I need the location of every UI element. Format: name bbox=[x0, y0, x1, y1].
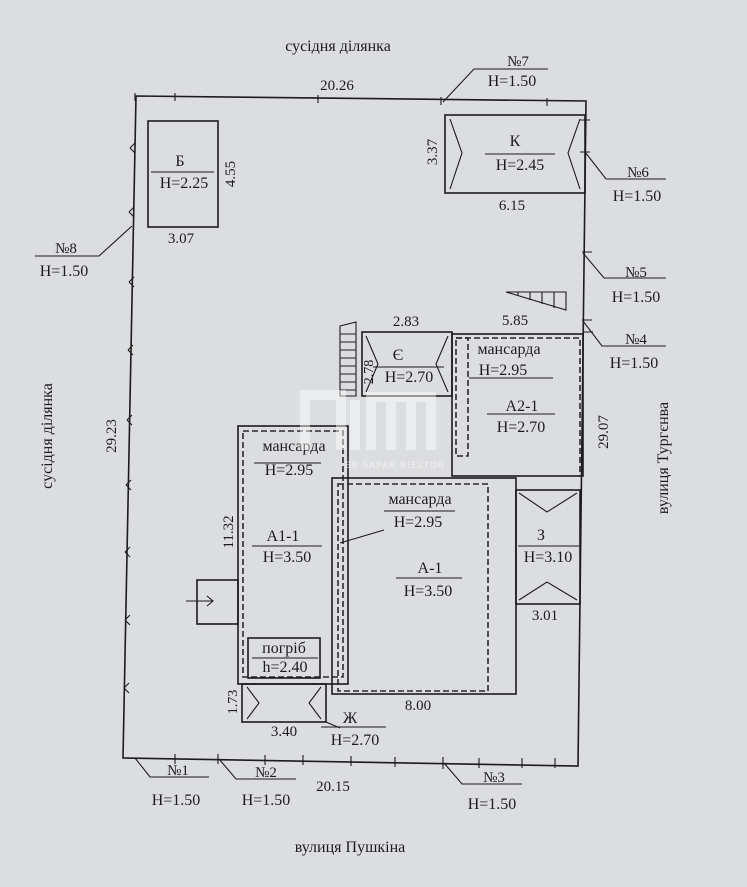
fence-1-height: Н=1.50 bbox=[152, 792, 201, 809]
building-a-1-height: Н=3.50 bbox=[404, 583, 453, 600]
bottom-street-label: вулиця Пушкіна bbox=[295, 839, 406, 856]
fence-7-height: Н=1.50 bbox=[488, 73, 537, 90]
building-k-depth: 3.37 bbox=[425, 138, 441, 165]
building-a1-1-attic-label: мансарда bbox=[262, 438, 325, 455]
building-a2-1-width: 5.85 bbox=[502, 313, 528, 329]
watermark-text: BB SAPAK RIELTOR bbox=[345, 460, 446, 470]
fence-1-name: №1 bbox=[167, 763, 189, 779]
building-zh bbox=[241, 683, 327, 723]
fence-2-height: Н=1.50 bbox=[242, 792, 291, 809]
building-z-width: 3.01 bbox=[532, 608, 558, 624]
building-a1-1-height: Н=3.50 bbox=[263, 549, 312, 566]
building-b-width: 3.07 bbox=[168, 231, 195, 247]
building-k-letter: К bbox=[510, 133, 521, 150]
fence-6-height: Н=1.50 bbox=[613, 188, 662, 205]
fence-7-name: №7 bbox=[507, 54, 529, 70]
building-ye-depth: 2.78 bbox=[362, 360, 377, 385]
building-a-1-width: 8.00 bbox=[405, 698, 431, 714]
building-zh-depth: 1.73 bbox=[226, 690, 241, 715]
top-neighbor-label: сусідня ділянка bbox=[285, 38, 391, 55]
building-a2-1 bbox=[451, 333, 584, 477]
watermark-logo bbox=[300, 390, 436, 450]
building-b-depth: 4.55 bbox=[223, 161, 239, 187]
building-k-height: Н=2.45 bbox=[496, 157, 545, 174]
building-zh-height: Н=2.70 bbox=[331, 732, 380, 749]
plot-boundary bbox=[122, 95, 587, 767]
fence-8-name: №8 bbox=[55, 241, 77, 257]
fence-4-height: Н=1.50 bbox=[610, 355, 659, 372]
fence-3-name: №3 bbox=[483, 770, 505, 786]
building-a-1-letter: А-1 bbox=[418, 560, 443, 577]
building-a2-1-attic-label: мансарда bbox=[477, 341, 540, 358]
fence-2-name: №2 bbox=[255, 765, 277, 781]
fence-6-name: №6 bbox=[627, 165, 649, 181]
fence-leaders bbox=[35, 68, 666, 785]
fence-8-height: Н=1.50 bbox=[40, 263, 89, 280]
building-a2-1-attic-height: Н=2.95 bbox=[479, 362, 528, 379]
plot-dim-right: 29.07 bbox=[596, 415, 612, 449]
plot-dim-bottom: 20.15 bbox=[316, 779, 350, 795]
building-a-1-attic bbox=[337, 483, 489, 692]
stairs-k bbox=[505, 291, 567, 311]
right-street-label: вулиця Тургєнва bbox=[655, 402, 672, 514]
left-neighbor-label: сусідня ділянка bbox=[39, 383, 56, 489]
stairs-ye bbox=[339, 321, 357, 397]
building-ye-height: Н=2.70 bbox=[385, 369, 434, 386]
plot-dim-left: 29.23 bbox=[104, 419, 120, 453]
plot-dim-top: 20.26 bbox=[320, 78, 354, 94]
building-b bbox=[147, 120, 219, 228]
fence-4-name: №4 bbox=[625, 332, 647, 348]
building-ye-letter: Є bbox=[393, 347, 404, 364]
cellar bbox=[247, 637, 321, 679]
porch-a1-1 bbox=[186, 579, 239, 625]
fence-5-name: №5 bbox=[625, 265, 647, 281]
building-z-letter: З bbox=[537, 527, 545, 544]
fence-3-height: Н=1.50 bbox=[468, 796, 517, 813]
fence-5-height: Н=1.50 bbox=[612, 289, 661, 306]
building-k bbox=[444, 114, 586, 194]
building-a1-1-letter: А1-1 bbox=[267, 528, 300, 545]
building-zh-width: 3.40 bbox=[271, 724, 297, 740]
building-ye-width: 2.83 bbox=[393, 314, 419, 330]
building-a2-1-attic bbox=[455, 337, 469, 457]
building-a-1-attic-height: Н=2.95 bbox=[394, 514, 443, 531]
building-z-height: Н=3.10 bbox=[524, 549, 573, 566]
building-a1-1-depth: 11.32 bbox=[221, 515, 237, 548]
building-z bbox=[515, 489, 581, 605]
building-a-1-attic-label: мансарда bbox=[388, 491, 451, 508]
building-a2-1-height: Н=2.70 bbox=[497, 419, 546, 436]
cellar-height: h=2.40 bbox=[262, 659, 307, 676]
building-a2-1-letter: А2-1 bbox=[506, 398, 539, 415]
cellar-label: погріб bbox=[262, 640, 306, 657]
building-b-height: Н=2.25 bbox=[160, 175, 209, 192]
building-b-letter: Б bbox=[175, 153, 184, 170]
building-a1-1-attic bbox=[242, 430, 344, 678]
building-zh-letter: Ж bbox=[343, 710, 358, 727]
building-k-width: 6.15 bbox=[499, 198, 525, 214]
building-a1-1-attic-height: Н=2.95 bbox=[265, 462, 314, 479]
